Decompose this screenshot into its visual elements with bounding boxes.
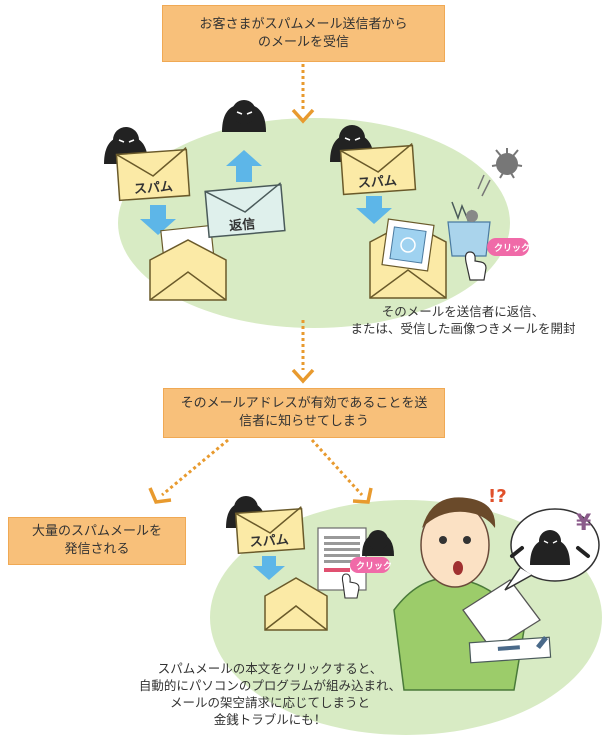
image-icon [389,226,427,264]
speech-bubble-icon [504,508,600,591]
surprise-mark: !? [488,486,507,507]
spam-label-2: スパム [357,174,397,192]
bottom-caption-line4: 金銭トラブルにも！ [213,712,327,727]
click-label-2: クリック [356,561,392,572]
action-caption: そのメールを送信者に返信、 または、受信した画像つきメールを開封 [318,303,603,337]
open-envelope-icon [149,224,227,301]
trash-bin-icon [447,201,491,257]
action-caption-line1: そのメールを送信者に返信、 [381,304,545,319]
image-envelope [369,218,447,299]
action-caption-line2: または、受信した画像つきメールを開封 [350,321,576,336]
click-label-1: クリック [494,243,530,254]
arrow-blue-down-1 [140,205,176,235]
arrow-middle-to-left [148,438,229,504]
click-badge: クリック [350,557,392,573]
open-envelope-icon [264,577,328,631]
arrow-blue-up [226,150,262,182]
step-notify-text: そのメールアドレスが有効であることを送信者に知らせてしまう [180,396,428,429]
bottom-caption-line1: スパムメールの本文をクリックすると、 [157,661,383,676]
virus-icon [477,148,523,197]
bottom-caption-line2: 自動的にパソコンのプログラムが組み込まれ、 [138,678,402,693]
hacker-icon [362,530,394,556]
spam-label-1: スパム [133,180,173,198]
result-mass-spam-box: 大量のスパムメールを発信される [8,517,186,565]
arrow-blue-down-2 [356,196,392,224]
spam-envelope-icon: スパム [339,142,417,196]
bottom-caption-line3: メールの架空請求に応じてしまうと [169,695,370,710]
reply-envelope-icon: 返信 [204,182,286,239]
spam-envelope-icon: スパム [234,506,306,555]
spam-label-3: スパム [249,533,289,551]
arrow-top-to-scene [291,64,315,124]
hand-cursor-icon [341,573,360,599]
step-receive-box: お客さまがスパムメール送信者からのメールを受信 [162,5,445,62]
arrow-blue-down-3 [253,556,285,580]
arrow-scene-to-middle [291,320,315,384]
reply-label: 返信 [229,216,256,234]
step-receive-text: お客さまがスパムメール送信者からのメールを受信 [199,16,408,50]
click-badge: クリック [487,238,530,256]
bill-paper [462,579,541,651]
hand-cursor-icon [464,251,487,281]
bottom-caption: スパムメールの本文をクリックすると、 自動的にパソコンのプログラムが組み込まれ、… [100,660,440,728]
hacker-icon [222,100,266,132]
spam-envelope-icon: スパム [115,147,191,202]
result-mass-spam-text: 大量のスパムメールを発信される [32,524,163,557]
payment-slip-icon [468,636,552,664]
arrow-middle-to-right [310,438,373,504]
step-notify-box: そのメールアドレスが有効であることを送信者に知らせてしまう [163,388,445,438]
yen-sign: ¥ [576,511,592,536]
